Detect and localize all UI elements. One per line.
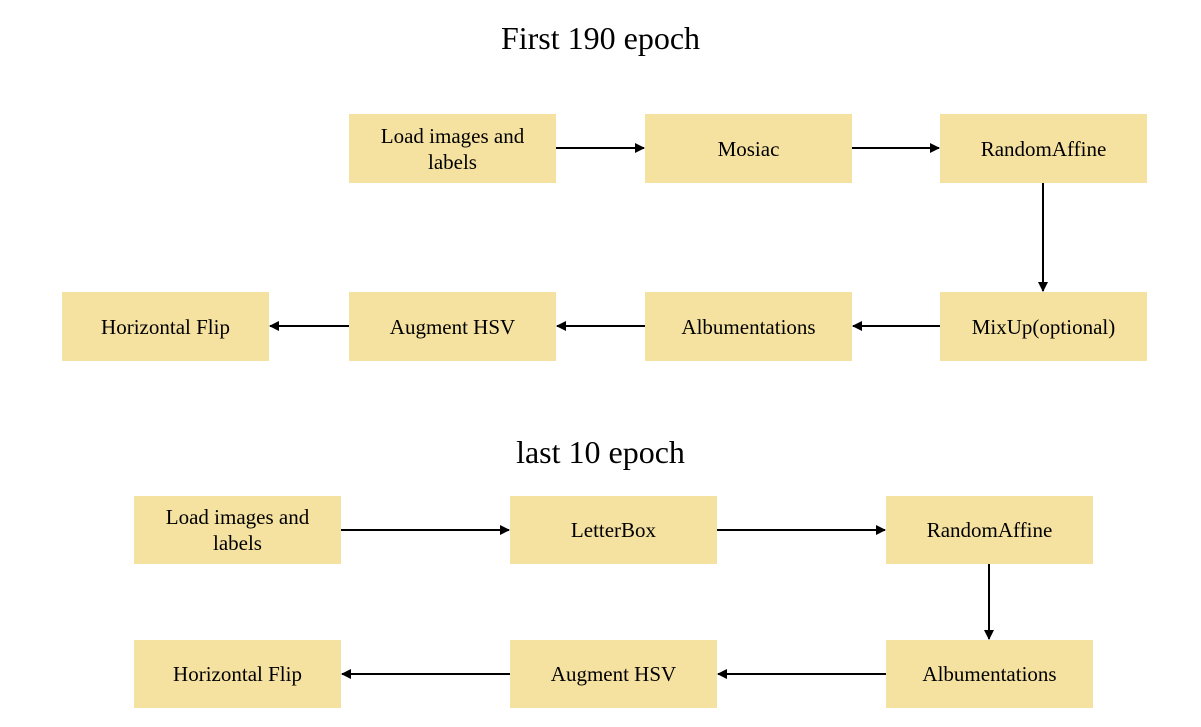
node-augment-hsv: Augment HSV [510,640,717,708]
node-label: RandomAffine [980,136,1107,161]
node-albumentations: Albumentations [886,640,1093,708]
node-label: Horizontal Flip [101,314,230,339]
node-random-affine: RandomAffine [940,114,1147,183]
node-label: Albumentations [922,662,1057,686]
node-mosaic: Mosiac [645,114,852,183]
node-random-affine: RandomAffine [886,496,1093,564]
node-label: Mosiac [717,136,780,161]
node-label: RandomAffine [926,518,1053,542]
node-label: LetterBox [570,518,657,542]
diagram-1-title: First 190 epoch [500,20,701,56]
node-horizontal-flip: Horizontal Flip [62,292,269,361]
node-label: Augment HSV [389,314,516,339]
node-label: Load images and labels [165,505,310,555]
node-augment-hsv: Augment HSV [349,292,556,361]
node-mixup-optional: MixUp(optional) [940,292,1147,361]
node-label: Augment HSV [550,662,677,686]
node-label: MixUp(optional) [971,314,1116,339]
node-label: Albumentations [681,314,816,339]
node-label: Horizontal Flip [173,662,302,686]
node-albumentations: Albumentations [645,292,852,361]
node-load-images-and-labels: Load images and labels [349,114,556,183]
node-horizontal-flip: Horizontal Flip [134,640,341,708]
diagram-2-title: last 10 epoch [516,434,685,470]
node-load-images-and-labels: Load images and labels [134,496,341,564]
node-label: Load images and labels [380,123,525,174]
node-letterbox: LetterBox [510,496,717,564]
